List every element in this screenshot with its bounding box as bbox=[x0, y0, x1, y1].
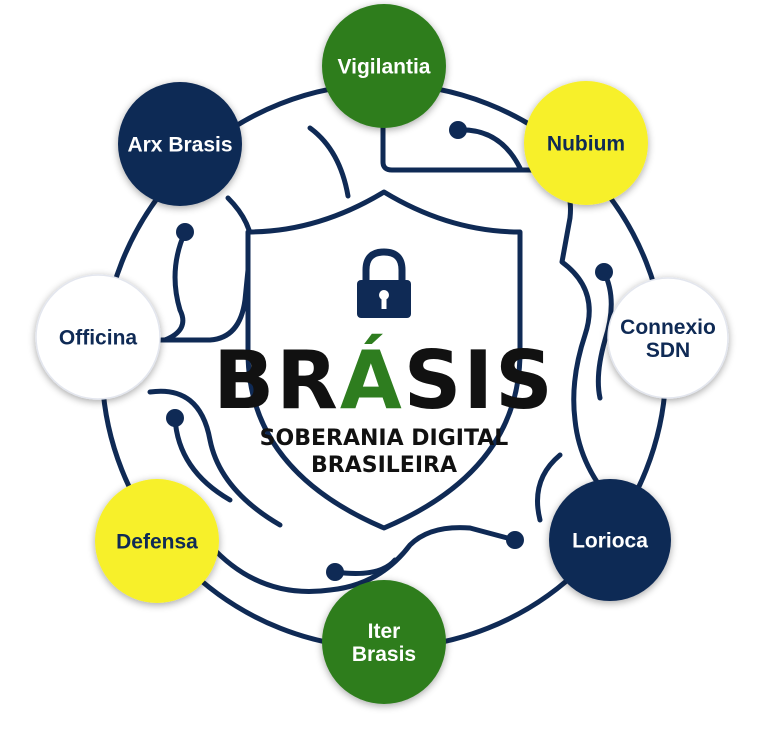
node-label: Officina bbox=[59, 326, 137, 349]
node-label: Lorioca bbox=[572, 529, 648, 552]
trace-dot bbox=[449, 121, 467, 139]
node-circle bbox=[549, 479, 671, 601]
tagline-line-2: BRASILEIRA bbox=[311, 453, 457, 478]
node-label: Iter bbox=[368, 620, 401, 643]
node-label: SDN bbox=[646, 339, 690, 362]
node-circle bbox=[95, 479, 219, 603]
trace-dot bbox=[326, 563, 344, 581]
node-circle bbox=[35, 274, 161, 400]
node-vigilantia: Vigilantia bbox=[322, 4, 446, 128]
node-circle bbox=[118, 82, 242, 206]
node-arx-brasis: Arx Brasis bbox=[118, 82, 242, 206]
node-lorioca: Lorioca bbox=[549, 479, 671, 601]
brand-accent-letter: Á bbox=[340, 333, 404, 427]
node-label: Connexio bbox=[620, 316, 716, 339]
node-circle bbox=[322, 4, 446, 128]
node-label: Brasis bbox=[352, 643, 416, 666]
circuit-nodes bbox=[166, 121, 613, 581]
trace-dot bbox=[506, 531, 524, 549]
node-label: Defensa bbox=[116, 530, 198, 553]
node-defensa: Defensa bbox=[95, 479, 219, 603]
node-label: Vigilantia bbox=[338, 55, 431, 78]
shield-icon bbox=[245, 189, 523, 531]
trace-dot bbox=[595, 263, 613, 281]
circuit-traces bbox=[147, 107, 623, 595]
trace-dot bbox=[166, 409, 184, 427]
node-nubium: Nubium bbox=[524, 81, 648, 205]
tagline-line-1: SOBERANIA DIGITAL bbox=[260, 426, 509, 451]
node-label: Arx Brasis bbox=[127, 133, 232, 156]
node-officina: Officina bbox=[35, 274, 161, 400]
node-circle bbox=[607, 277, 729, 399]
node-circle bbox=[322, 580, 446, 704]
lock-icon bbox=[357, 248, 411, 318]
node-circle bbox=[524, 81, 648, 205]
trace-dot bbox=[176, 223, 194, 241]
node-label: Nubium bbox=[547, 132, 625, 155]
brand-title: BRÁSIS bbox=[213, 333, 555, 427]
